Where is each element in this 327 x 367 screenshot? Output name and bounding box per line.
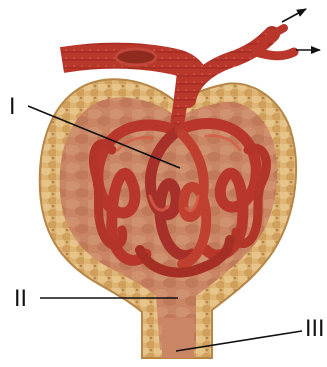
flow-arrow-upper xyxy=(282,9,306,22)
label-I: I xyxy=(9,95,16,120)
efferent-branch-lower xyxy=(256,52,294,56)
capillary-stem xyxy=(176,72,184,130)
label-III: III xyxy=(305,317,324,342)
tubule-lumen xyxy=(162,318,194,358)
vessel-cut-end xyxy=(116,49,156,65)
label-II: II xyxy=(14,287,27,312)
